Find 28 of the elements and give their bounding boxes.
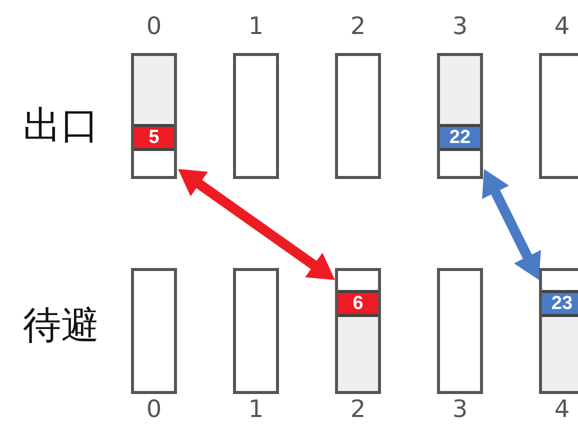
column-index: 2 [350,395,366,423]
double-arrow [178,169,335,280]
row-label: 出口 [23,102,99,149]
double-arrow [482,169,541,280]
column-box [437,268,483,394]
column-box [539,268,578,394]
column-index: 2 [350,12,366,40]
column-index: 1 [248,12,264,40]
column-index: 0 [146,395,162,423]
row-label: 待避 [23,302,99,349]
column-index: 0 [146,12,162,40]
column-index: 4 [554,395,570,423]
column-box [131,53,177,179]
number-block: 22 [440,124,480,151]
column-box [131,268,177,394]
column-box [233,268,279,394]
column-index: 3 [452,395,468,423]
column-box [233,53,279,179]
column-box [539,53,578,179]
column-index: 1 [248,395,264,423]
number-block: 23 [542,290,578,317]
column-index: 4 [554,12,570,40]
column-box [335,53,381,179]
column-box [335,268,381,394]
number-block: 5 [134,124,174,151]
column-box [437,53,483,179]
column-index: 3 [452,12,468,40]
number-block: 6 [338,290,378,317]
